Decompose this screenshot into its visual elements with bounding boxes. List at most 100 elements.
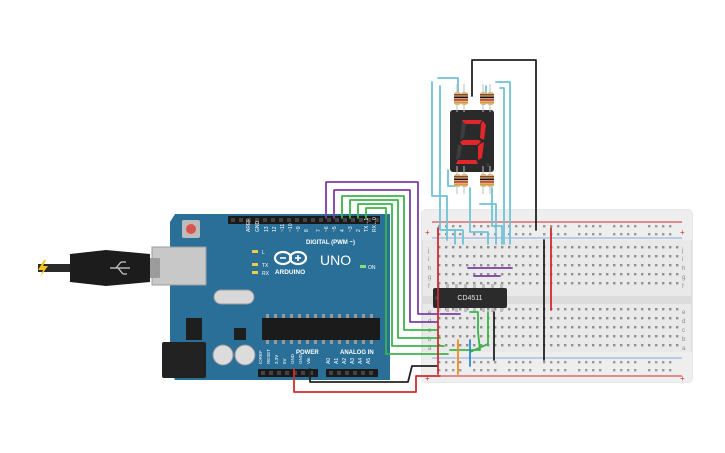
segment-c	[478, 142, 484, 160]
breadboard-hole	[494, 344, 497, 347]
breadboard-hole	[641, 273, 644, 276]
breadboard-hole	[494, 282, 497, 285]
breadboard-hole	[515, 264, 518, 267]
breadboard-hole	[641, 317, 644, 320]
breadboard-hole	[662, 308, 665, 311]
breadboard-hole	[592, 264, 595, 267]
segment-f	[460, 121, 466, 140]
rail-hole	[550, 225, 553, 228]
breadboard-hole	[669, 282, 672, 285]
rail-hole	[550, 369, 553, 372]
breadboard-hole	[438, 255, 441, 258]
breadboard-hole	[487, 264, 490, 267]
breadboard-hole	[466, 317, 469, 320]
digital-pin-labels: AREF GND 13 12 ~11 ~10 ~9 8 7 ~6 ~5 4 ~3…	[246, 217, 378, 232]
power-pin-label: RESET	[266, 349, 271, 364]
header-hole	[303, 218, 307, 222]
breadboard-hole	[459, 326, 462, 329]
breadboard-hole	[452, 264, 455, 267]
breadboard-hole	[641, 282, 644, 285]
breadboard-hole	[620, 273, 623, 276]
breadboard-hole	[627, 344, 630, 347]
breadboard-hole	[620, 344, 623, 347]
breadboard-hole	[466, 264, 469, 267]
analog-pin-labels: A0 A1 A2 A3 A4 A5	[326, 358, 372, 364]
usb-cable[interactable]	[38, 250, 160, 286]
rail-hole	[655, 225, 658, 228]
reset-button-cap[interactable]	[186, 224, 196, 234]
segment-d	[456, 160, 478, 164]
rail-hole	[599, 361, 602, 364]
breadboard-hole	[452, 335, 455, 338]
breadboard-hole	[613, 344, 616, 347]
breadboard-hole	[529, 273, 532, 276]
rail-hole	[543, 233, 546, 236]
rail-hole	[557, 225, 560, 228]
rail-hole	[543, 225, 546, 228]
rail-hole	[557, 233, 560, 236]
breadboard-hole	[501, 255, 504, 258]
seven-segment-display[interactable]	[450, 110, 494, 172]
breadboard-hole	[480, 246, 483, 249]
breadboard-hole	[536, 326, 539, 329]
breadboard-hole	[599, 344, 602, 347]
breadboard-hole	[641, 308, 644, 311]
row-letter: f	[682, 284, 684, 290]
breadboard-hole	[522, 317, 525, 320]
breadboard-hole	[655, 317, 658, 320]
breadboard-hole	[571, 317, 574, 320]
breadboard-holes	[438, 225, 679, 372]
breadboard-hole	[473, 264, 476, 267]
wire-green	[357, 203, 445, 347]
resistor-band	[454, 96, 461, 99]
breadboard-hole	[508, 308, 511, 311]
arduino-uno-board[interactable]: AREF GND 13 12 ~11 ~10 ~9 8 7 ~6 ~5 4 ~3…	[151, 214, 390, 380]
breadboard-hole	[494, 308, 497, 311]
breadboard-hole	[536, 308, 539, 311]
breadboard-hole	[676, 308, 679, 311]
power-pin-label: IOREF	[258, 350, 263, 364]
breadboard-hole	[571, 273, 574, 276]
cd4511-chip[interactable]: CD4511	[433, 284, 507, 312]
breadboard-hole	[599, 308, 602, 311]
breadboard-hole	[641, 335, 644, 338]
breadboard-hole	[564, 344, 567, 347]
breadboard-hole	[620, 335, 623, 338]
breadboard-hole	[648, 344, 651, 347]
breadboard-hole	[508, 326, 511, 329]
analog-pin-label: A1	[334, 358, 340, 364]
breadboard-hole	[508, 344, 511, 347]
breadboard-hole	[480, 344, 483, 347]
breadboard-hole	[529, 308, 532, 311]
digital-pin-label: 2	[356, 229, 362, 232]
breadboard-hole	[662, 255, 665, 258]
resistor-band	[454, 178, 461, 181]
breadboard-hole	[606, 273, 609, 276]
wires	[293, 59, 552, 393]
rail-hole	[620, 361, 623, 364]
analog-header[interactable]	[326, 369, 378, 377]
rail-hole	[515, 361, 518, 364]
rail-hole	[494, 369, 497, 372]
wire-purple	[333, 189, 439, 323]
breadboard-hole	[494, 255, 497, 258]
breadboard-hole	[438, 282, 441, 285]
rail-hole	[543, 361, 546, 364]
breadboard-hole	[508, 264, 511, 267]
power-pin-label: GND	[298, 353, 303, 364]
digital-pin-label: 4	[340, 229, 346, 232]
rail-hole	[578, 233, 581, 236]
breadboard-hole	[480, 308, 483, 311]
wire-green	[365, 207, 449, 355]
breadboard-hole	[662, 326, 665, 329]
breadboard-hole	[564, 255, 567, 258]
breadboard-hole	[508, 317, 511, 320]
breadboard-hole	[641, 264, 644, 267]
breadboard-hole	[473, 335, 476, 338]
rail-plus-sign: +	[680, 374, 685, 383]
resistor-band	[480, 178, 487, 181]
breadboard-hole	[669, 264, 672, 267]
breadboard-hole	[473, 326, 476, 329]
breadboard[interactable]: j i h g f e d c b a j i h g f e d c b a …	[421, 209, 693, 383]
